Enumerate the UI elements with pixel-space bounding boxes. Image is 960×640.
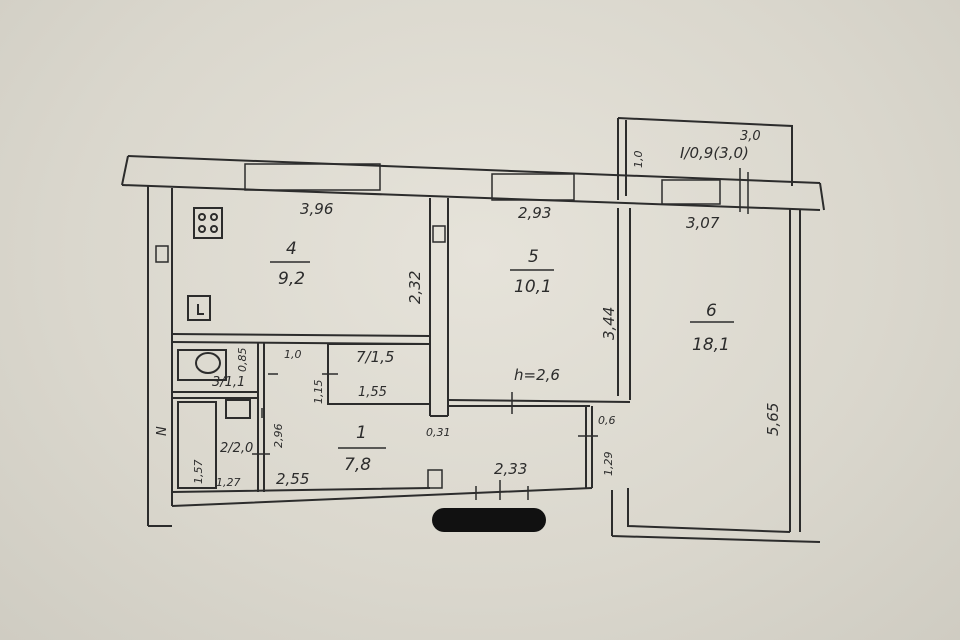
dim-toilet-width: 1,0: [284, 348, 302, 361]
north-mark: N: [155, 426, 170, 436]
room-5-number: 5: [528, 247, 539, 267]
dim-top-r6: 3,07: [686, 214, 720, 232]
bottom-wall: [171, 487, 593, 507]
dim-r7-height: 1,15: [312, 380, 325, 405]
room-4-area: 9,2: [278, 269, 305, 289]
washbasin-icon: [225, 399, 251, 419]
dim-bath-width: 1,27: [216, 476, 241, 489]
room-6-area: 18,1: [692, 335, 730, 355]
room-7-label: 7/1,5: [356, 348, 394, 366]
dim-bath-side: 2,96: [272, 424, 285, 449]
balcony-outline: [617, 117, 793, 200]
top-wall-end-right: [819, 182, 825, 211]
top-wall-end-left: [121, 155, 129, 186]
window-r6: [661, 179, 721, 205]
dim-r7-width: 1,55: [358, 385, 387, 400]
redaction-bar: [432, 508, 546, 532]
dim-hall-width: 2,55: [276, 470, 309, 488]
room-1-area: 7,8: [344, 455, 371, 475]
wall-4-bottom: [171, 333, 431, 345]
dim-top-r5: 2,93: [518, 204, 551, 222]
dim-hall-bottom: 2,33: [494, 460, 527, 478]
dim-niche: 0,6: [598, 414, 616, 427]
wall-5-bottom: [447, 399, 631, 407]
toilet-icon: [177, 349, 227, 381]
room-4-number: 4: [286, 239, 297, 259]
dim-r4-height: 2,32: [406, 271, 424, 304]
hall-niche-icon: [427, 469, 443, 489]
dim-ceiling: h=2,6: [514, 366, 560, 384]
ventilation-icon: [155, 245, 169, 263]
dim-r6-height: 5,65: [764, 403, 782, 436]
ventilation-icon-2: [432, 225, 446, 243]
room-3-label: 3/1,1: [212, 375, 245, 390]
room-1-number: 1: [356, 423, 367, 443]
dim-niche-height: 1,29: [602, 452, 615, 477]
room-labels: 4 9,2 5 10,1 6 18,1 7/1,5 1 7,8 2/2,0 3/…: [212, 144, 749, 475]
wall-5-6: [617, 208, 631, 400]
dimension-labels: 3,96 2,93 3,07 2,32 3,44 5,65 h=2,6 1,55…: [155, 129, 782, 489]
bathtub-icon: [177, 401, 217, 489]
wall-niche: [585, 406, 593, 488]
balcony-label: I/0,9(3,0): [680, 144, 749, 162]
left-wall: [147, 186, 173, 526]
sink-icon: [187, 295, 211, 321]
top-wall: [121, 155, 821, 211]
fixtures: [155, 207, 446, 489]
right-wall: [789, 208, 801, 532]
stove-icon: [193, 207, 223, 239]
dim-partition: 0,31: [426, 426, 451, 439]
dim-balcony-width: 3,0: [740, 129, 761, 144]
dim-top-r4: 3,96: [300, 200, 333, 218]
room-2-label: 2/2,0: [220, 441, 253, 456]
room-5-area: 10,1: [514, 277, 552, 297]
dim-r5-height: 3,44: [600, 307, 618, 340]
dim-toilet-depth: 0,85: [236, 348, 249, 373]
room-6-number: 6: [706, 301, 717, 321]
window-r5: [491, 173, 575, 201]
wall-bath: [172, 342, 265, 492]
walls: [121, 117, 825, 543]
dimension-ticks: [252, 168, 749, 500]
window-r4: [244, 163, 381, 191]
dim-bath-len: 1,57: [192, 460, 205, 485]
bottom-right-wall: [611, 488, 821, 543]
dim-balcony-depth: 1,0: [632, 151, 645, 169]
